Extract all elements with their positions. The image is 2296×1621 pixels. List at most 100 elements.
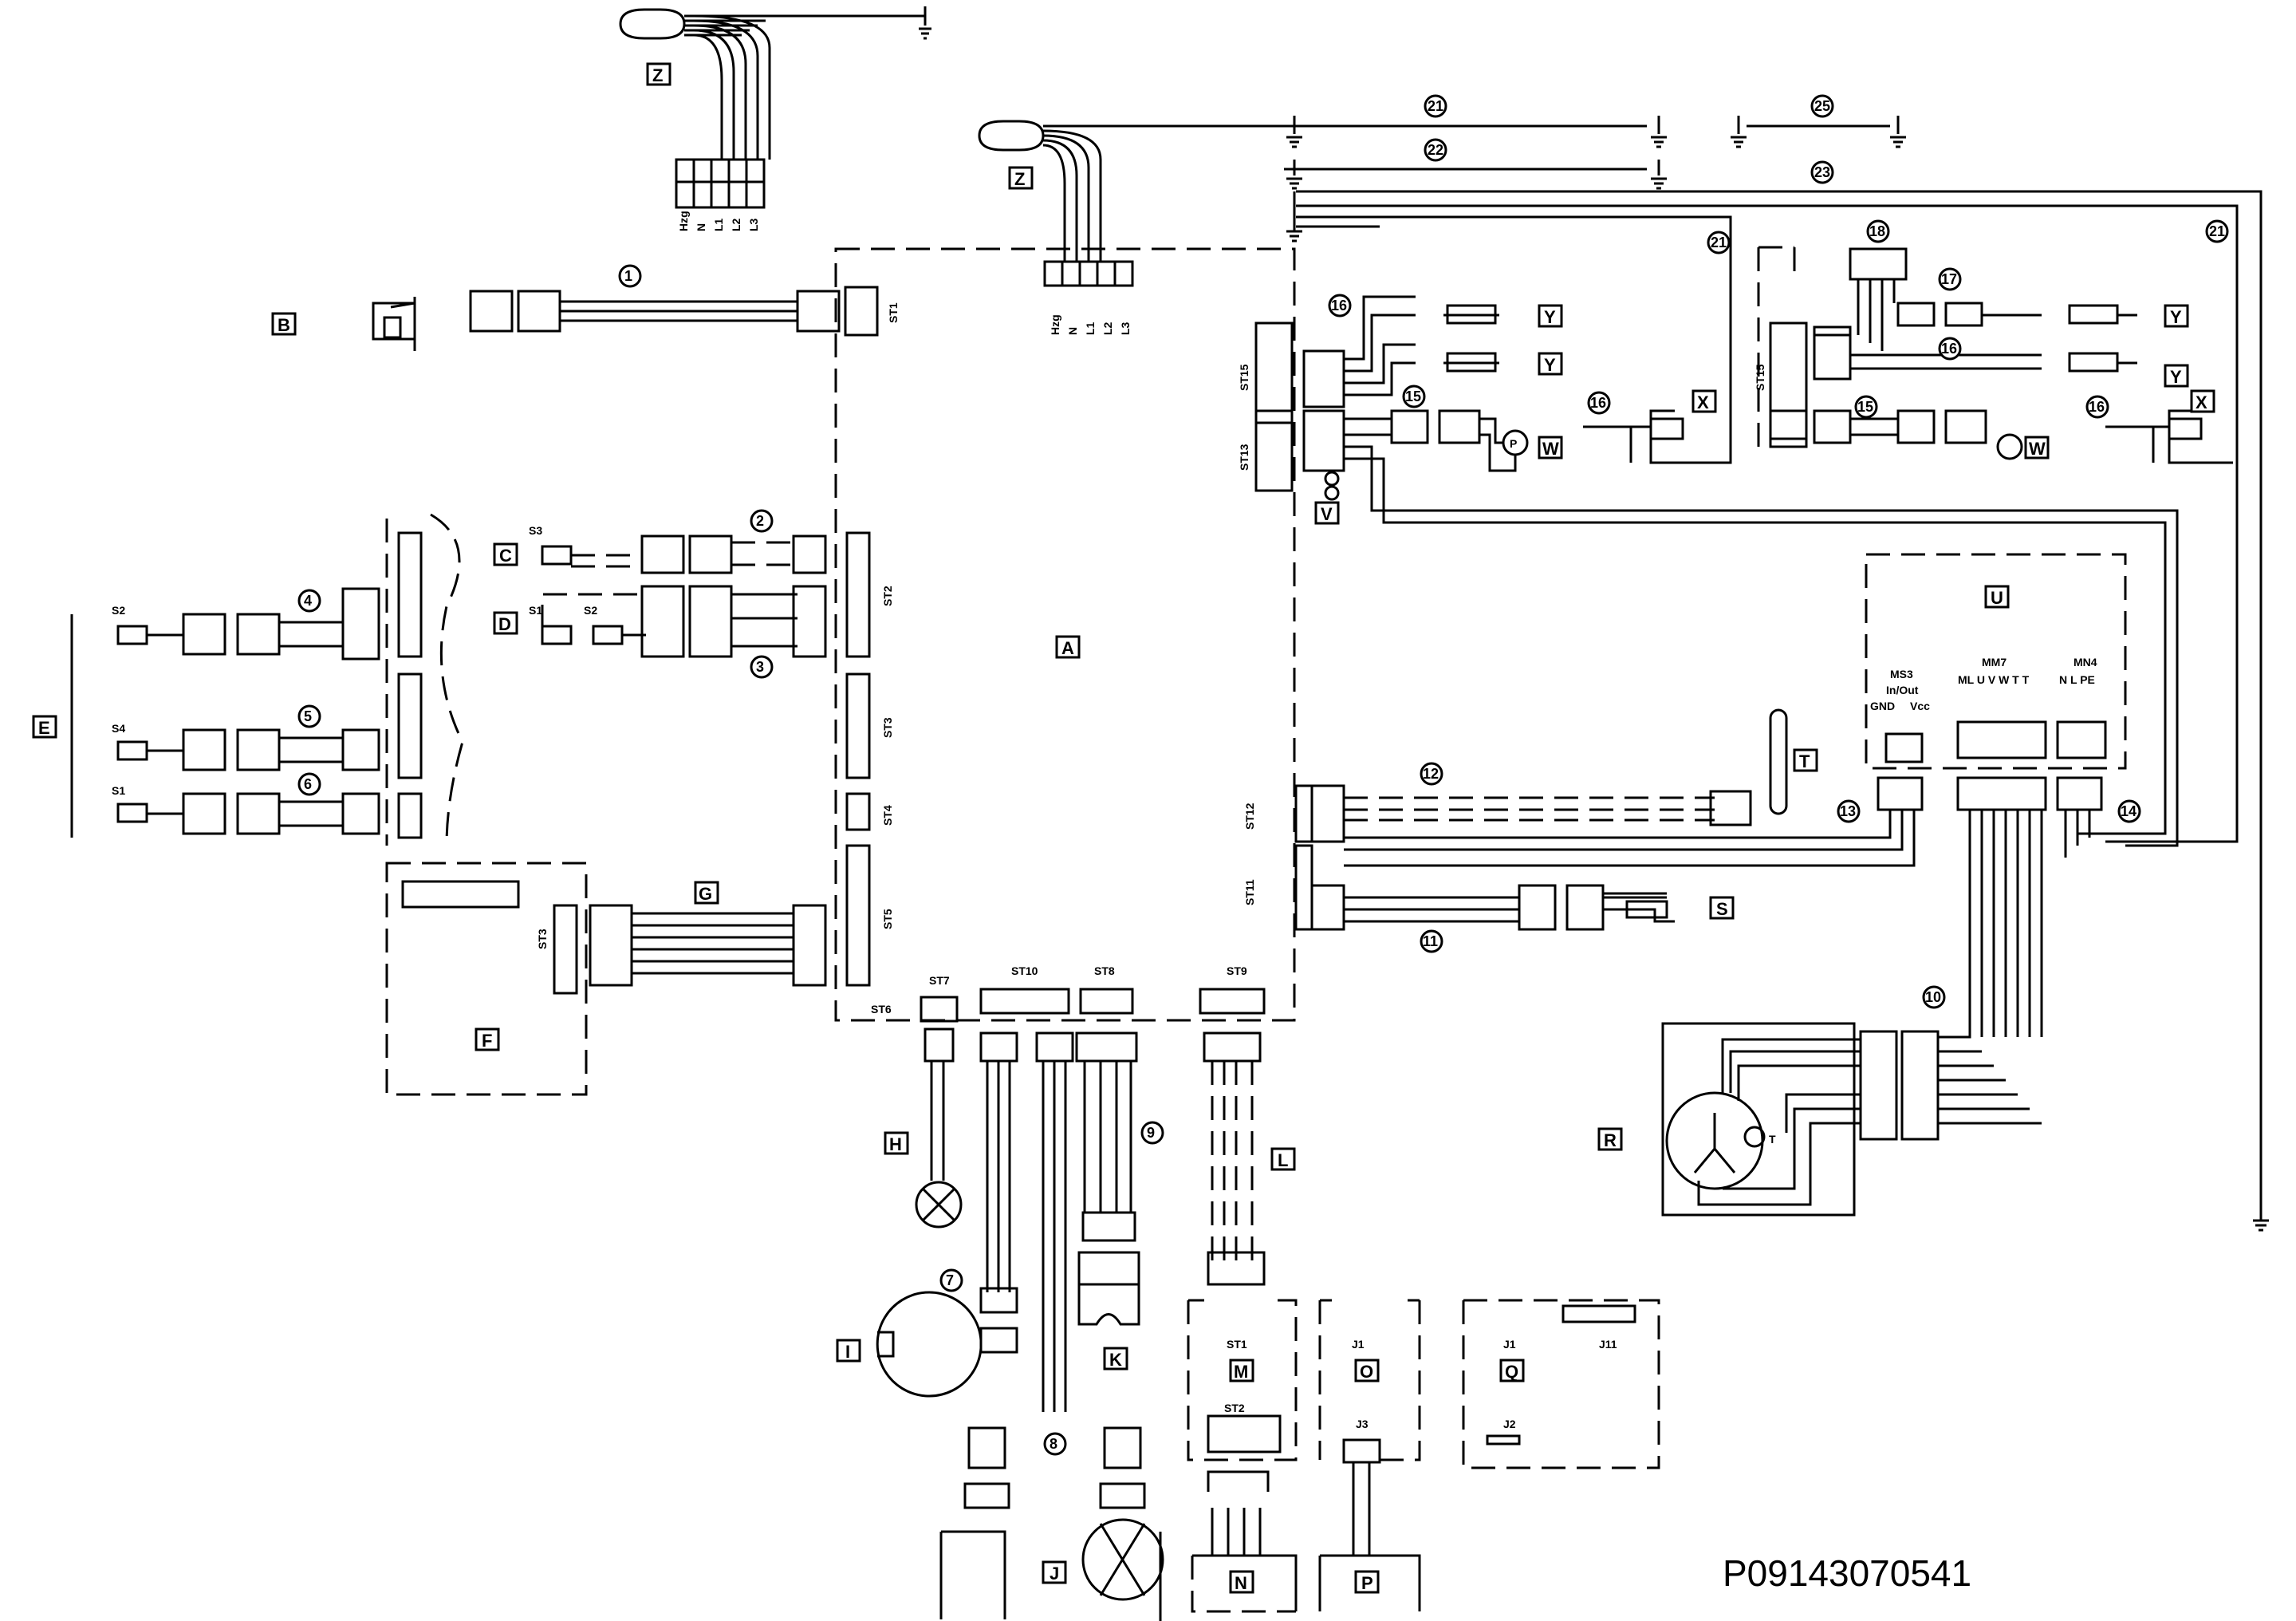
label-F: F xyxy=(475,1027,500,1051)
pump-P-1: P xyxy=(1510,437,1517,450)
st15-label: ST15 xyxy=(1238,364,1250,391)
svg-text:16: 16 xyxy=(1331,298,1347,314)
label-Y2: Y xyxy=(1538,352,1563,376)
st15b-label: ST15 xyxy=(1754,364,1766,391)
st15-st13-block xyxy=(1254,295,2179,847)
st10-label: ST10 xyxy=(1011,964,1038,977)
circled-24: 21 xyxy=(1424,94,1447,118)
label-T: T xyxy=(1793,748,1818,772)
circled-23: 22 xyxy=(1424,138,1447,162)
label-K: K xyxy=(1103,1347,1128,1371)
label-J: J xyxy=(1042,1560,1067,1584)
st5-label: ST5 xyxy=(881,909,894,929)
st2-connector xyxy=(845,531,871,658)
sensors-E xyxy=(116,513,464,846)
svg-text:2: 2 xyxy=(756,513,764,529)
circled-17: 16 xyxy=(1328,294,1352,317)
svg-text:Y: Y xyxy=(2170,307,2182,327)
svg-text:Y: Y xyxy=(2170,367,2182,387)
st5-connector xyxy=(845,844,871,987)
svg-text:P: P xyxy=(1510,437,1517,450)
st3-connector xyxy=(845,672,871,779)
mm7-pins-label: ML U V W T T xyxy=(1958,673,2030,686)
motor-T-label: T xyxy=(1769,1133,1776,1146)
valve-X1 xyxy=(1583,409,1732,464)
label-W1: W xyxy=(1538,436,1563,459)
svg-text:8: 8 xyxy=(1050,1436,1057,1452)
label-X2: X xyxy=(2190,389,2215,413)
svg-text:L: L xyxy=(1278,1150,1288,1170)
circled-25: 25 xyxy=(1810,94,1834,118)
svg-text:L1: L1 xyxy=(712,218,725,231)
gnd-label: GND xyxy=(1870,700,1895,712)
svg-text:U: U xyxy=(1991,588,2003,608)
svg-text:Y: Y xyxy=(1544,307,1556,327)
s1-d-label: S1 xyxy=(529,604,542,617)
board-Q xyxy=(1462,1299,1660,1469)
pump-J xyxy=(939,1426,1164,1621)
svg-text:4: 4 xyxy=(304,593,312,609)
svg-text:E: E xyxy=(38,718,50,738)
label-Z-left: Z xyxy=(646,62,671,86)
label-A: A xyxy=(1055,635,1081,659)
svg-text:10: 10 xyxy=(1925,989,1941,1005)
svg-text:A: A xyxy=(1061,638,1074,658)
circled-3: 3 xyxy=(750,655,774,679)
display-F xyxy=(401,880,520,909)
circled-12: 12 xyxy=(1420,762,1443,786)
label-G: G xyxy=(694,881,719,905)
st11-label: ST11 xyxy=(1243,879,1256,905)
ground-lines xyxy=(1284,116,2269,1232)
svg-text:16: 16 xyxy=(1941,341,1957,357)
circled-16a: 16 xyxy=(1587,391,1611,415)
connectors-ST11-ST12 xyxy=(1294,784,1675,931)
circled-6: 6 xyxy=(297,772,321,796)
circled-21a: 21 xyxy=(1707,231,1731,254)
st3-f-label: ST3 xyxy=(536,929,549,949)
circled-9: 9 xyxy=(1140,1121,1164,1145)
label-R: R xyxy=(1597,1127,1623,1151)
j1-o-label: J1 xyxy=(1352,1338,1365,1351)
svg-text:1: 1 xyxy=(624,268,632,284)
st6-label: ST6 xyxy=(871,1003,892,1016)
lamp-H xyxy=(915,1181,963,1229)
svg-text:3: 3 xyxy=(756,659,764,675)
connector-L xyxy=(1207,1251,1266,1286)
svg-text:N: N xyxy=(1066,327,1079,335)
svg-text:L2: L2 xyxy=(1101,321,1114,335)
svg-text:15: 15 xyxy=(1405,388,1421,404)
st4-label: ST4 xyxy=(881,805,894,826)
component-F-outline xyxy=(385,862,588,1096)
svg-text:Hzg: Hzg xyxy=(1049,314,1061,335)
svg-text:O: O xyxy=(1360,1362,1373,1382)
component-P xyxy=(1318,1438,1421,1611)
sensor-C-D xyxy=(541,534,827,658)
svg-text:18: 18 xyxy=(1869,223,1885,239)
circled-1: 1 xyxy=(618,264,642,288)
label-L: L xyxy=(1270,1147,1296,1171)
svg-text:23: 23 xyxy=(1814,164,1830,180)
circled-15b: 15 xyxy=(1854,395,1878,419)
label-V: V xyxy=(1314,501,1340,525)
s3-label: S3 xyxy=(529,524,542,537)
circled-18: 16 xyxy=(1938,337,1962,361)
mn4-pins-label: N L PE xyxy=(2059,673,2095,686)
circled-20: 18 xyxy=(1866,219,1890,243)
svg-text:W: W xyxy=(1542,439,1559,459)
svg-text:16: 16 xyxy=(2089,399,2105,415)
svg-text:L1: L1 xyxy=(1084,321,1097,335)
svg-text:J: J xyxy=(1050,1564,1059,1584)
st9-label: ST9 xyxy=(1227,964,1247,977)
terminal-labels-center: Hzg N L1 L2 L3 xyxy=(1049,314,1132,335)
svg-text:6: 6 xyxy=(304,776,312,792)
s2-d-label: S2 xyxy=(584,604,597,617)
supply-cable-left xyxy=(619,6,931,209)
label-P: P xyxy=(1354,1570,1380,1594)
circled-22: 23 xyxy=(1810,160,1834,184)
reference-number: P09143070541 xyxy=(1723,1552,1971,1594)
sensor-T xyxy=(1344,708,1788,826)
ms3-label: MS3 xyxy=(1890,668,1913,680)
circled-21b: 21 xyxy=(2205,219,2229,243)
svg-text:Q: Q xyxy=(1505,1362,1518,1382)
circled-7: 7 xyxy=(939,1268,963,1292)
